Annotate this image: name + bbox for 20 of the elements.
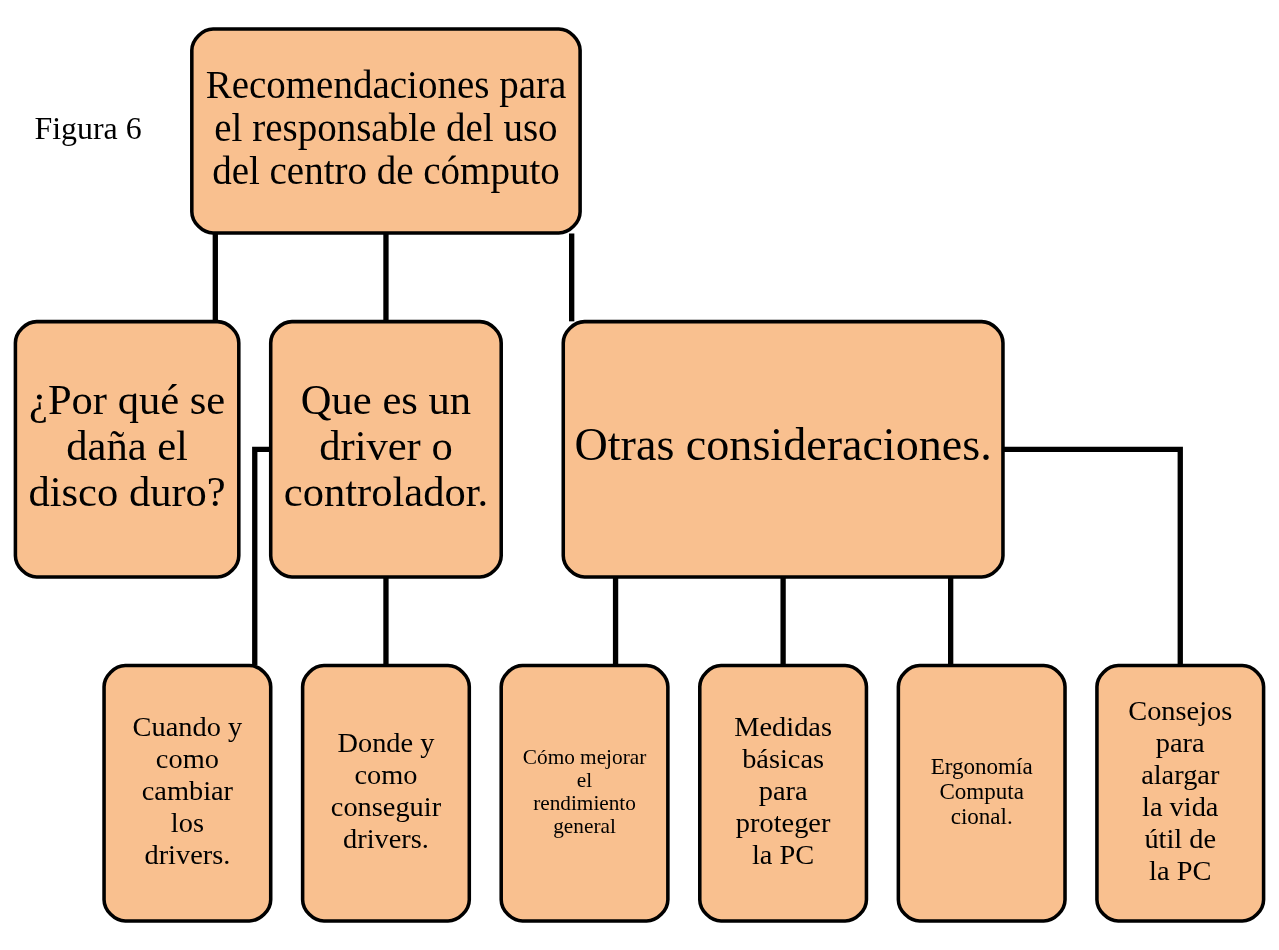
node-box: Que es un driver o controlador. (268, 319, 503, 579)
connector (252, 446, 271, 666)
node-box: Donde y como conseguir drivers. (300, 663, 472, 923)
node-box: Consejos para alargar la vida útil de la PC (1095, 663, 1266, 923)
node-box: Cuando y como cambiar los drivers. (102, 663, 273, 923)
connector (780, 577, 786, 666)
node-box: Ergonomía Computa cional. (896, 663, 1067, 923)
node-box: Recomendaciones para el responsable del uso del centro de cómputo (190, 27, 582, 235)
connector (612, 577, 619, 666)
node-box: Otras consideraciones. (561, 319, 1005, 579)
connector (212, 233, 218, 322)
node-box: Cómo mejorar el rendimiento general (499, 663, 670, 923)
node-box: ¿Por qué se daña el disco duro? (13, 319, 241, 579)
connector (1003, 446, 1183, 666)
label: Figura 6 (34, 110, 142, 146)
connector (948, 577, 954, 666)
node-box: Medidas básicas para proteger la PC (698, 663, 869, 923)
connector (383, 577, 389, 666)
connector (383, 233, 389, 322)
connector (569, 233, 575, 322)
